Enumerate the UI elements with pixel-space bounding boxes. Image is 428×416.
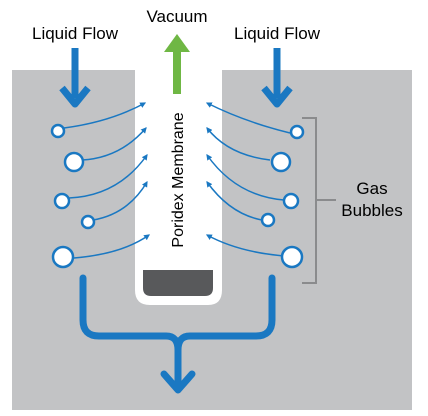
membrane-label: Poridex Membrane [170, 112, 187, 247]
liquid-flow-left-arrow-icon [59, 48, 91, 108]
gas-bubbles-bracket [302, 117, 336, 284]
outlet-merge-arrow-icon [79, 274, 276, 394]
bubble-arrows-left [63, 102, 150, 259]
liquid-flow-left-label: Liquid Flow [32, 24, 119, 43]
liquid-flow-right-arrow-icon [261, 48, 293, 108]
membrane-base [143, 270, 213, 296]
vacuum-label: Vacuum [146, 7, 207, 26]
bubbles-label: Bubbles [341, 201, 402, 220]
tank [12, 70, 412, 410]
gas-bubbles-left [50, 123, 96, 269]
bubble-arrows-right [205, 102, 291, 257]
gas-label: Gas [356, 179, 387, 198]
liquid-flow-right-label: Liquid Flow [234, 24, 321, 43]
gas-bubbles-right [260, 124, 305, 269]
vacuum-arrow-icon [164, 34, 190, 94]
